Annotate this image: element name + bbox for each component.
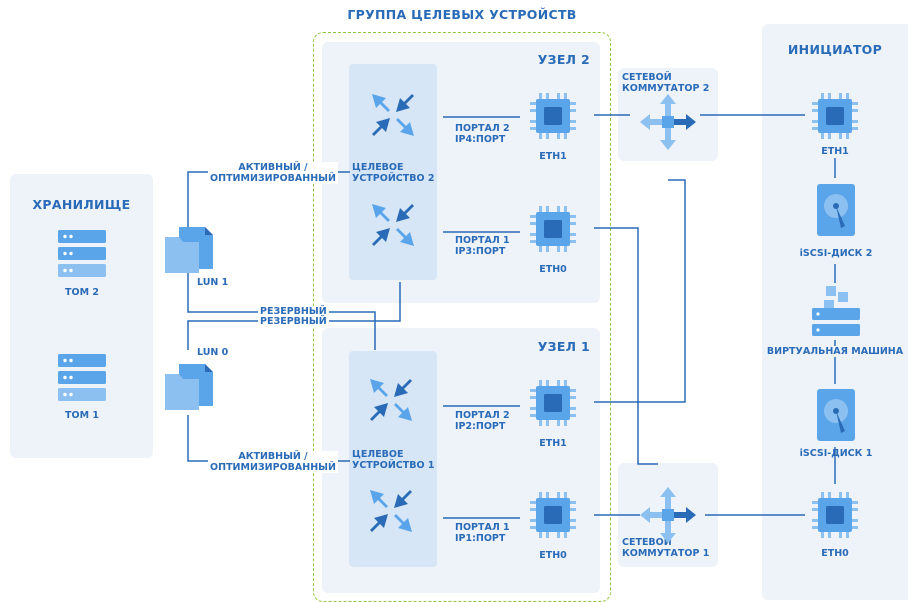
network-switch-icon [640, 94, 696, 150]
arrows-converge-icon [370, 379, 412, 421]
lun-0-label: LUN 0 [197, 347, 229, 358]
eth-label: ETH0 [539, 264, 567, 275]
network-chip-icon [530, 93, 576, 139]
standby-label-1: РЕЗЕРВНЫЙ [258, 306, 329, 317]
eth-label: ETH0 [539, 550, 567, 561]
network-switch-icon [640, 487, 696, 543]
target-group-title: ГРУППА ЦЕЛЕВЫХ УСТРОЙСТВ [347, 7, 577, 22]
active-optimized-label-top: АКТИВНЫЙ / ОПТИМИЗИРОВАННЫЙ [208, 162, 338, 184]
active-optimized-label-bottom: АКТИВНЫЙ / ОПТИМИЗИРОВАННЫЙ [208, 451, 338, 473]
folder-icon [165, 364, 213, 410]
initiator-eth1-label: ETH1 [821, 146, 849, 157]
volume-2-label: ТОМ 2 [65, 287, 99, 298]
network-chip-icon [812, 93, 858, 139]
network-chip-icon [812, 492, 858, 538]
switch-2-label: СЕТЕВОЙ КОММУТАТОР 2 [622, 72, 710, 94]
target-device-2-label: ЦЕЛЕВОЕ УСТРОЙСТВО 2 [352, 162, 435, 184]
target-device-1-label: ЦЕЛЕВОЕ УСТРОЙСТВО 1 [352, 449, 435, 471]
switch-1-label: СЕТЕВОЙ КОММУТАТОР 1 [622, 537, 710, 559]
server-icon [58, 230, 106, 277]
portal-label: ПОРТАЛ 1 IP1:ПОРТ [455, 522, 510, 544]
arrows-converge-icon [372, 94, 414, 136]
network-chip-icon [530, 380, 576, 426]
folder-icon [165, 227, 213, 273]
storage-title: ХРАНИЛИЩЕ [32, 197, 131, 212]
node-2-title: УЗЕЛ 2 [537, 52, 590, 67]
initiator-eth0-label: ETH0 [821, 548, 849, 559]
eth-label: ETH1 [539, 151, 567, 162]
eth-label: ETH1 [539, 438, 567, 449]
arrows-converge-icon [372, 204, 414, 246]
network-chip-icon [530, 206, 576, 252]
iscsi-disk-2-label: iSCSI-ДИСК 2 [799, 248, 873, 259]
standby-label-2: РЕЗЕРВНЫЙ [258, 316, 329, 327]
iscsi-disk-1-label: iSCSI-ДИСК 1 [799, 448, 873, 459]
lun-1-label: LUN 1 [197, 277, 229, 288]
virtual-machine-label: ВИРТУАЛЬНАЯ МАШИНА [762, 346, 908, 357]
arrows-converge-icon [370, 490, 412, 532]
server-icon [58, 354, 106, 401]
network-chip-icon [530, 492, 576, 538]
storage-panel [10, 174, 153, 458]
portal-label: ПОРТАЛ 2 IP4:ПОРТ [455, 123, 510, 145]
hard-disk-icon [817, 389, 855, 441]
portal-label: ПОРТАЛ 1 IP3:ПОРТ [455, 235, 510, 257]
portal-label: ПОРТАЛ 2 IP2:ПОРТ [455, 410, 510, 432]
node-1-title: УЗЕЛ 1 [537, 339, 590, 354]
initiator-title: ИНИЦИАТОР [787, 42, 883, 57]
virtual-machine-icon [812, 286, 860, 336]
hard-disk-icon [817, 184, 855, 236]
volume-1-label: ТОМ 1 [65, 410, 99, 421]
